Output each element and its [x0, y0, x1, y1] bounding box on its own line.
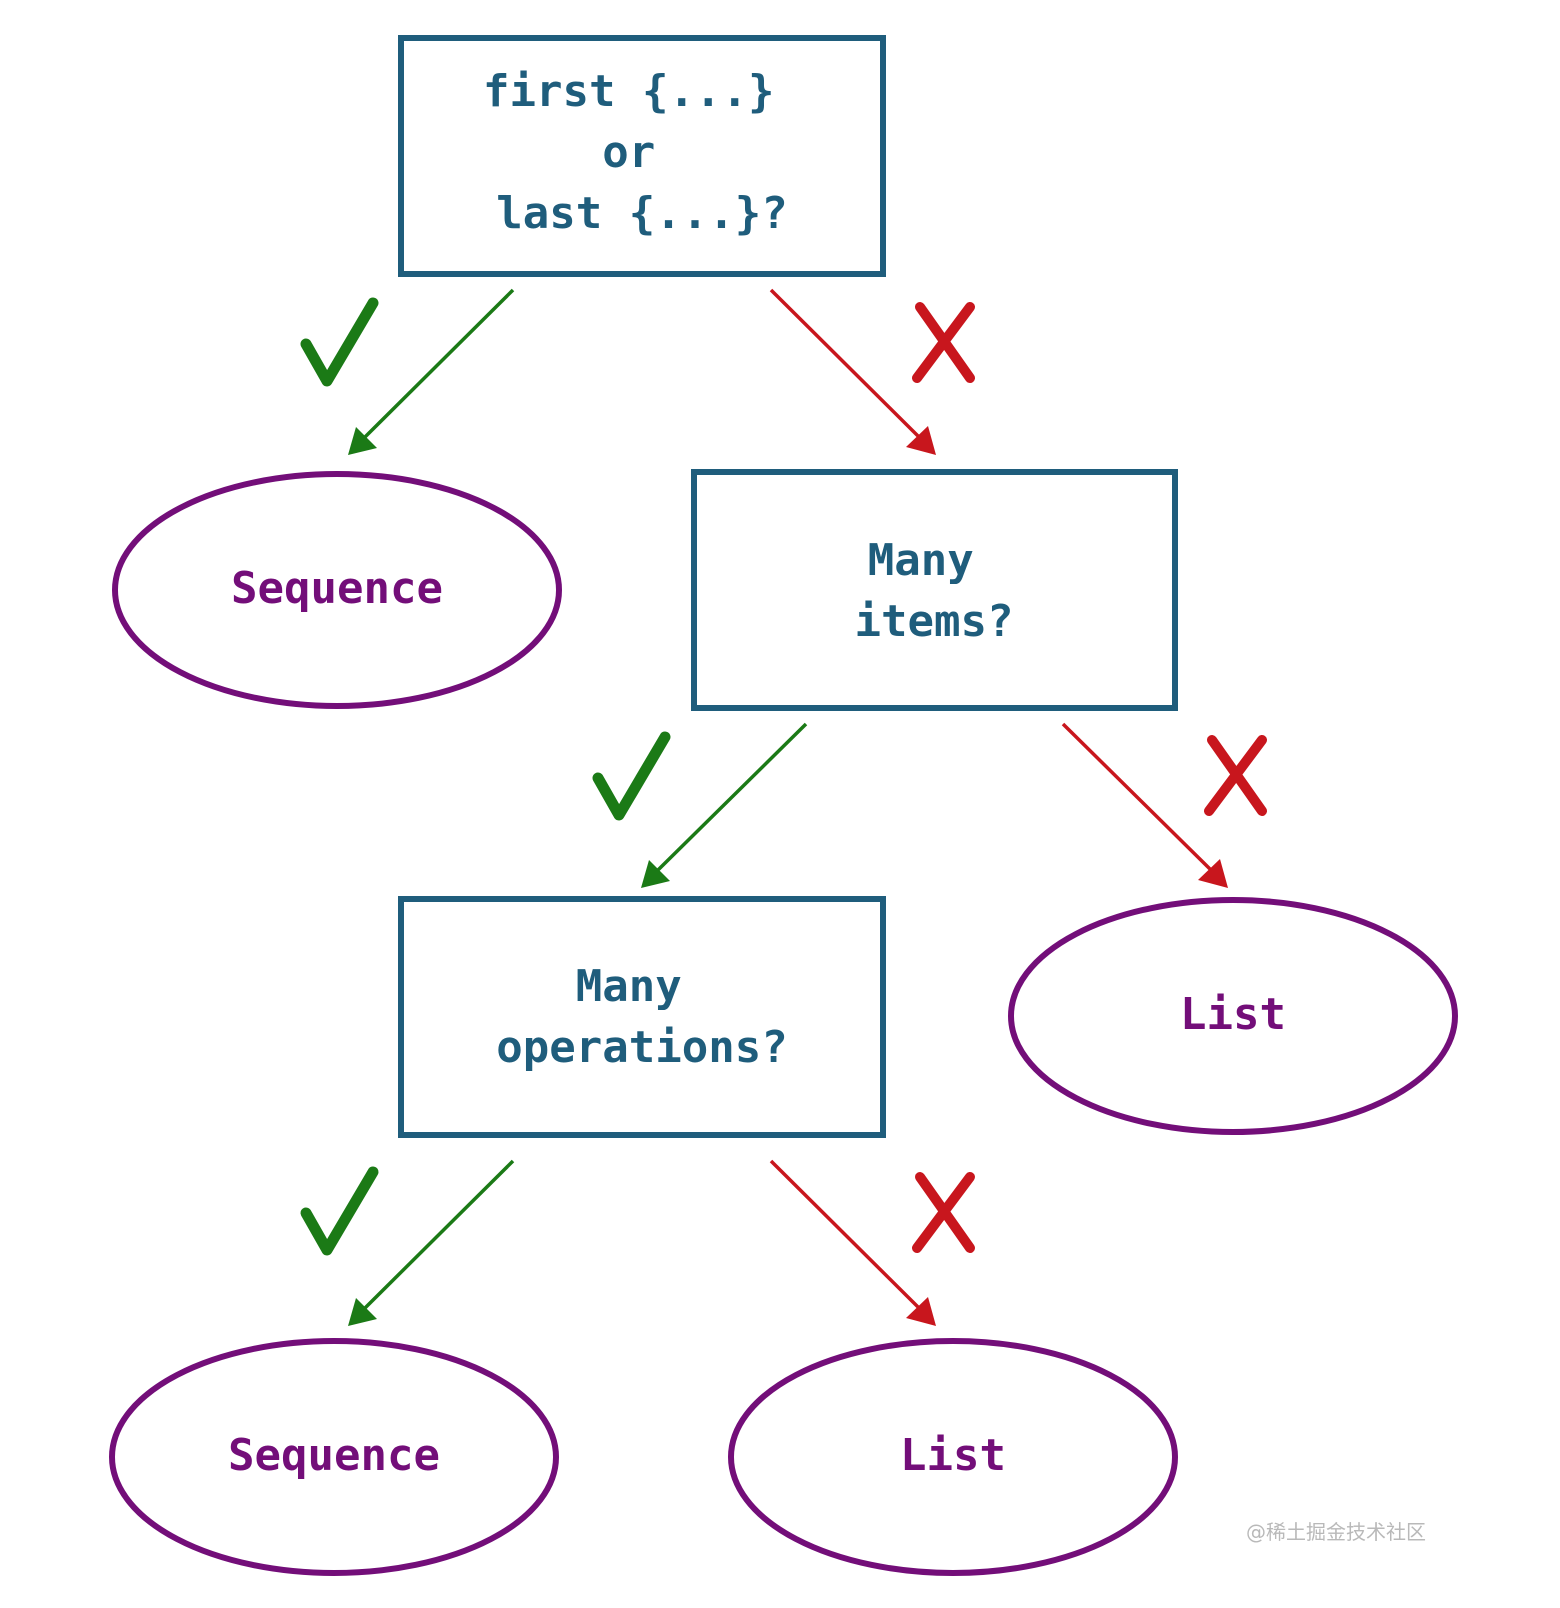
decision-q2-line-1: Many	[868, 535, 974, 586]
decision-q3-line-2: operations?	[496, 1022, 787, 1073]
checkmark-icon	[300, 1166, 379, 1256]
decision-q1-line-2: or	[602, 127, 655, 178]
decision-q3-line-1: Many	[576, 961, 682, 1012]
svg-text:Many items?: Many items?	[855, 535, 1014, 647]
outcome-o2-label: List	[1180, 989, 1286, 1040]
x-mark-icon	[912, 302, 975, 383]
outcome-node-o1: Sequence	[112, 471, 562, 709]
svg-text:Many operations?: Many operations?	[496, 961, 787, 1073]
edge-q3-o4	[769, 1159, 936, 1326]
checkmark-icon	[300, 297, 379, 387]
outcome-node-o3: Sequence	[109, 1338, 559, 1576]
outcome-o3-label: Sequence	[228, 1430, 440, 1481]
svg-text:first {...} or las: first {...} or last {...}?	[483, 66, 801, 239]
edge-q3-o3	[348, 1159, 515, 1326]
watermark: @稀土掘金技术社区	[1246, 1520, 1426, 1544]
edge-q2-q3	[641, 722, 808, 888]
outcome-o4-label: List	[900, 1430, 1006, 1481]
outcome-node-o2: List	[1008, 897, 1458, 1135]
edge-q1-q2	[769, 288, 936, 455]
decision-node-q3: Many operations?	[398, 896, 886, 1138]
decision-node-q1: first {...} or last {...}?	[398, 35, 886, 277]
x-mark-icon	[1204, 735, 1267, 816]
decision-node-q2: Many items?	[691, 469, 1178, 711]
checkmark-icon	[592, 731, 671, 821]
outcome-o1-label: Sequence	[231, 563, 443, 614]
decision-q2-line-2: items?	[855, 596, 1014, 647]
decision-q1-line-1: first {...}	[483, 66, 774, 117]
x-mark-icon	[912, 1172, 975, 1253]
outcome-node-o4: List	[728, 1338, 1178, 1576]
decision-q1-line-3: last {...}?	[496, 188, 787, 239]
edge-q2-o2	[1061, 722, 1228, 888]
edge-q1-o1	[348, 288, 515, 455]
